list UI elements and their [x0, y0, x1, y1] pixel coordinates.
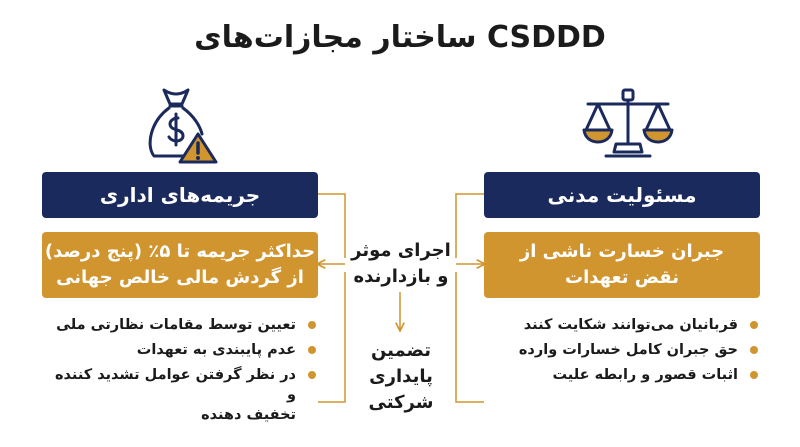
bullet-dot	[750, 371, 758, 379]
list-item-text: تعیین توسط مقامات نظارتی ملی	[56, 317, 296, 333]
bullet-dot	[308, 346, 316, 354]
bullet-dot	[308, 321, 316, 329]
bullet-dot	[750, 346, 758, 354]
civil-liability-highlight: جبران خسارت ناشی از نقض تعهدات	[484, 232, 760, 298]
right-bottom-connector	[455, 272, 484, 403]
effective-enforcement-label: اجرای موثر و بازدارنده	[348, 238, 454, 290]
list-item: تعیین توسط مقامات نظارتی ملی	[42, 315, 318, 335]
civil-liability-header: مسئولیت مدنی	[484, 172, 760, 218]
sustainability-assurance-label: تضمین پایداری شرکتی	[350, 338, 452, 416]
civil-liability-highlight-text: جبران خسارت ناشی از نقض تعهدات	[519, 241, 725, 288]
left-bottom-connector	[318, 272, 346, 403]
administrative-fines-highlight: حداکثر جریمه تا ۵٪ (پنج درصد) از گردش ما…	[42, 232, 318, 298]
list-item: در نظر گرفتن عوامل تشدید کننده و تخفیف د…	[42, 365, 318, 425]
right-top-connector	[455, 193, 484, 258]
left-top-connector	[318, 193, 346, 258]
bullet-dot	[750, 321, 758, 329]
list-item-text: اثبات قصور و رابطه علیت	[552, 367, 738, 383]
bullet-dot	[308, 371, 316, 379]
list-item: قربانیان می‌توانند شکایت کنند	[484, 315, 760, 335]
administrative-fines-bullet-list: تعیین توسط مقامات نظارتی ملی عدم پایبندی…	[42, 315, 318, 430]
list-item-text: عدم پایبندی به تعهدات	[136, 342, 296, 358]
list-item-text: قربانیان می‌توانند شکایت کنند	[523, 317, 738, 333]
list-item: حق جبران کامل خسارات وارده	[484, 340, 760, 360]
list-item: عدم پایبندی به تعهدات	[42, 340, 318, 360]
list-item-text: حق جبران کامل خسارات وارده	[518, 342, 738, 358]
list-item: اثبات قصور و رابطه علیت	[484, 365, 760, 385]
civil-liability-bullet-list: قربانیان می‌توانند شکایت کنند حق جبران ک…	[484, 315, 760, 390]
money-bag-warning-icon	[148, 88, 218, 164]
administrative-fines-header: جریمه‌های اداری	[42, 172, 318, 218]
page-title: ساختار مجازات‌های CSDDD	[194, 20, 606, 55]
list-item-text: در نظر گرفتن عوامل تشدید کننده و تخفیف د…	[54, 367, 296, 423]
administrative-fines-highlight-text: حداکثر جریمه تا ۵٪ (پنج درصد) از گردش ما…	[44, 241, 316, 288]
balance-scale-icon	[582, 88, 674, 158]
